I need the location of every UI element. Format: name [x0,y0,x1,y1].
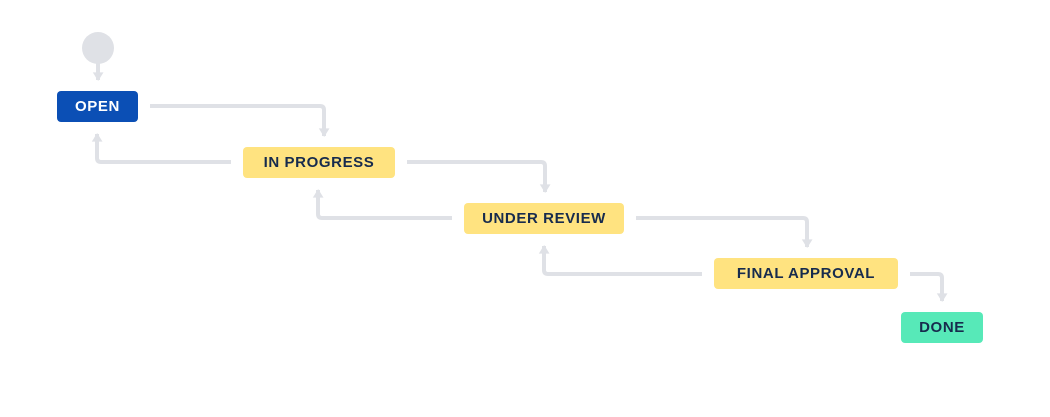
status-node-done-label: DONE [919,319,965,336]
connector-in-progress-to-open [91,133,231,164]
connector-under-review-to-final-approval [636,216,813,248]
connector-open-to-in-progress [150,104,330,137]
connector-in-progress-to-under-review [407,160,551,193]
status-node-under-review-label: UNDER REVIEW [482,210,606,227]
start-circle [82,32,114,64]
status-node-final-approval[interactable]: FINAL APPROVAL [714,258,898,289]
status-node-in-progress-label: IN PROGRESS [263,154,375,171]
status-node-in-progress[interactable]: IN PROGRESS [243,147,395,178]
connector-under-review-to-in-progress [312,189,452,220]
status-node-under-review[interactable]: UNDER REVIEW [464,203,624,234]
status-node-final-approval-label: FINAL APPROVAL [736,265,876,282]
connector-final-approval-to-under-review [538,245,702,276]
connector-final-approval-to-done [910,272,948,302]
status-node-done[interactable]: DONE [901,312,983,343]
status-node-open-label: OPEN [75,98,120,115]
status-node-open[interactable]: OPEN [57,91,138,122]
